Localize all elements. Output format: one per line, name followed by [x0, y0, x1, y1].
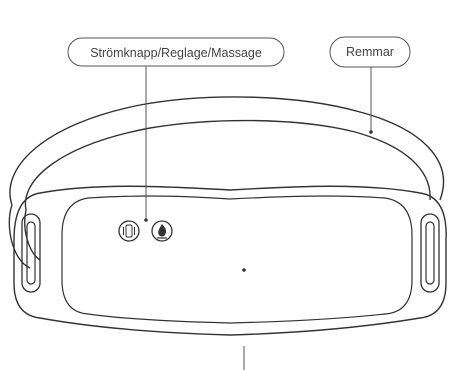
strap-callout-box: [329, 36, 411, 68]
strap-callout: Remmar: [329, 36, 411, 134]
left-strap-slot: [21, 213, 41, 293]
controls-callout-box: [67, 37, 285, 67]
belt-inner-panel: [61, 195, 413, 324]
control-buttons: [118, 220, 173, 242]
strap: [8, 96, 445, 269]
body-callout: [242, 268, 246, 370]
vibration-icon: [123, 224, 135, 238]
strap-inner-edge: [24, 119, 431, 211]
controls-callout: Strömknapp/Reglage/Massage: [67, 37, 285, 222]
right-strap-slot-inner: [425, 221, 435, 285]
heat-button[interactable]: [151, 220, 173, 242]
body-leader-dot: [242, 268, 246, 272]
strap-callout-label: Remmar: [346, 45, 394, 59]
strap-outer-edge: [9, 96, 445, 206]
controls-callout-label: Strömknapp/Reglage/Massage: [90, 46, 262, 60]
heat-flame-icon: [157, 224, 167, 239]
vibration-button[interactable]: [118, 220, 140, 242]
belt-body: [13, 185, 447, 336]
belt-outer-shell: [13, 185, 447, 336]
strap-left-fold: [8, 204, 31, 269]
left-strap-slot-inner: [26, 221, 36, 285]
right-strap-slot: [420, 213, 440, 293]
controls-leader-dot: [144, 218, 148, 222]
strap-leader-dot: [369, 130, 373, 134]
